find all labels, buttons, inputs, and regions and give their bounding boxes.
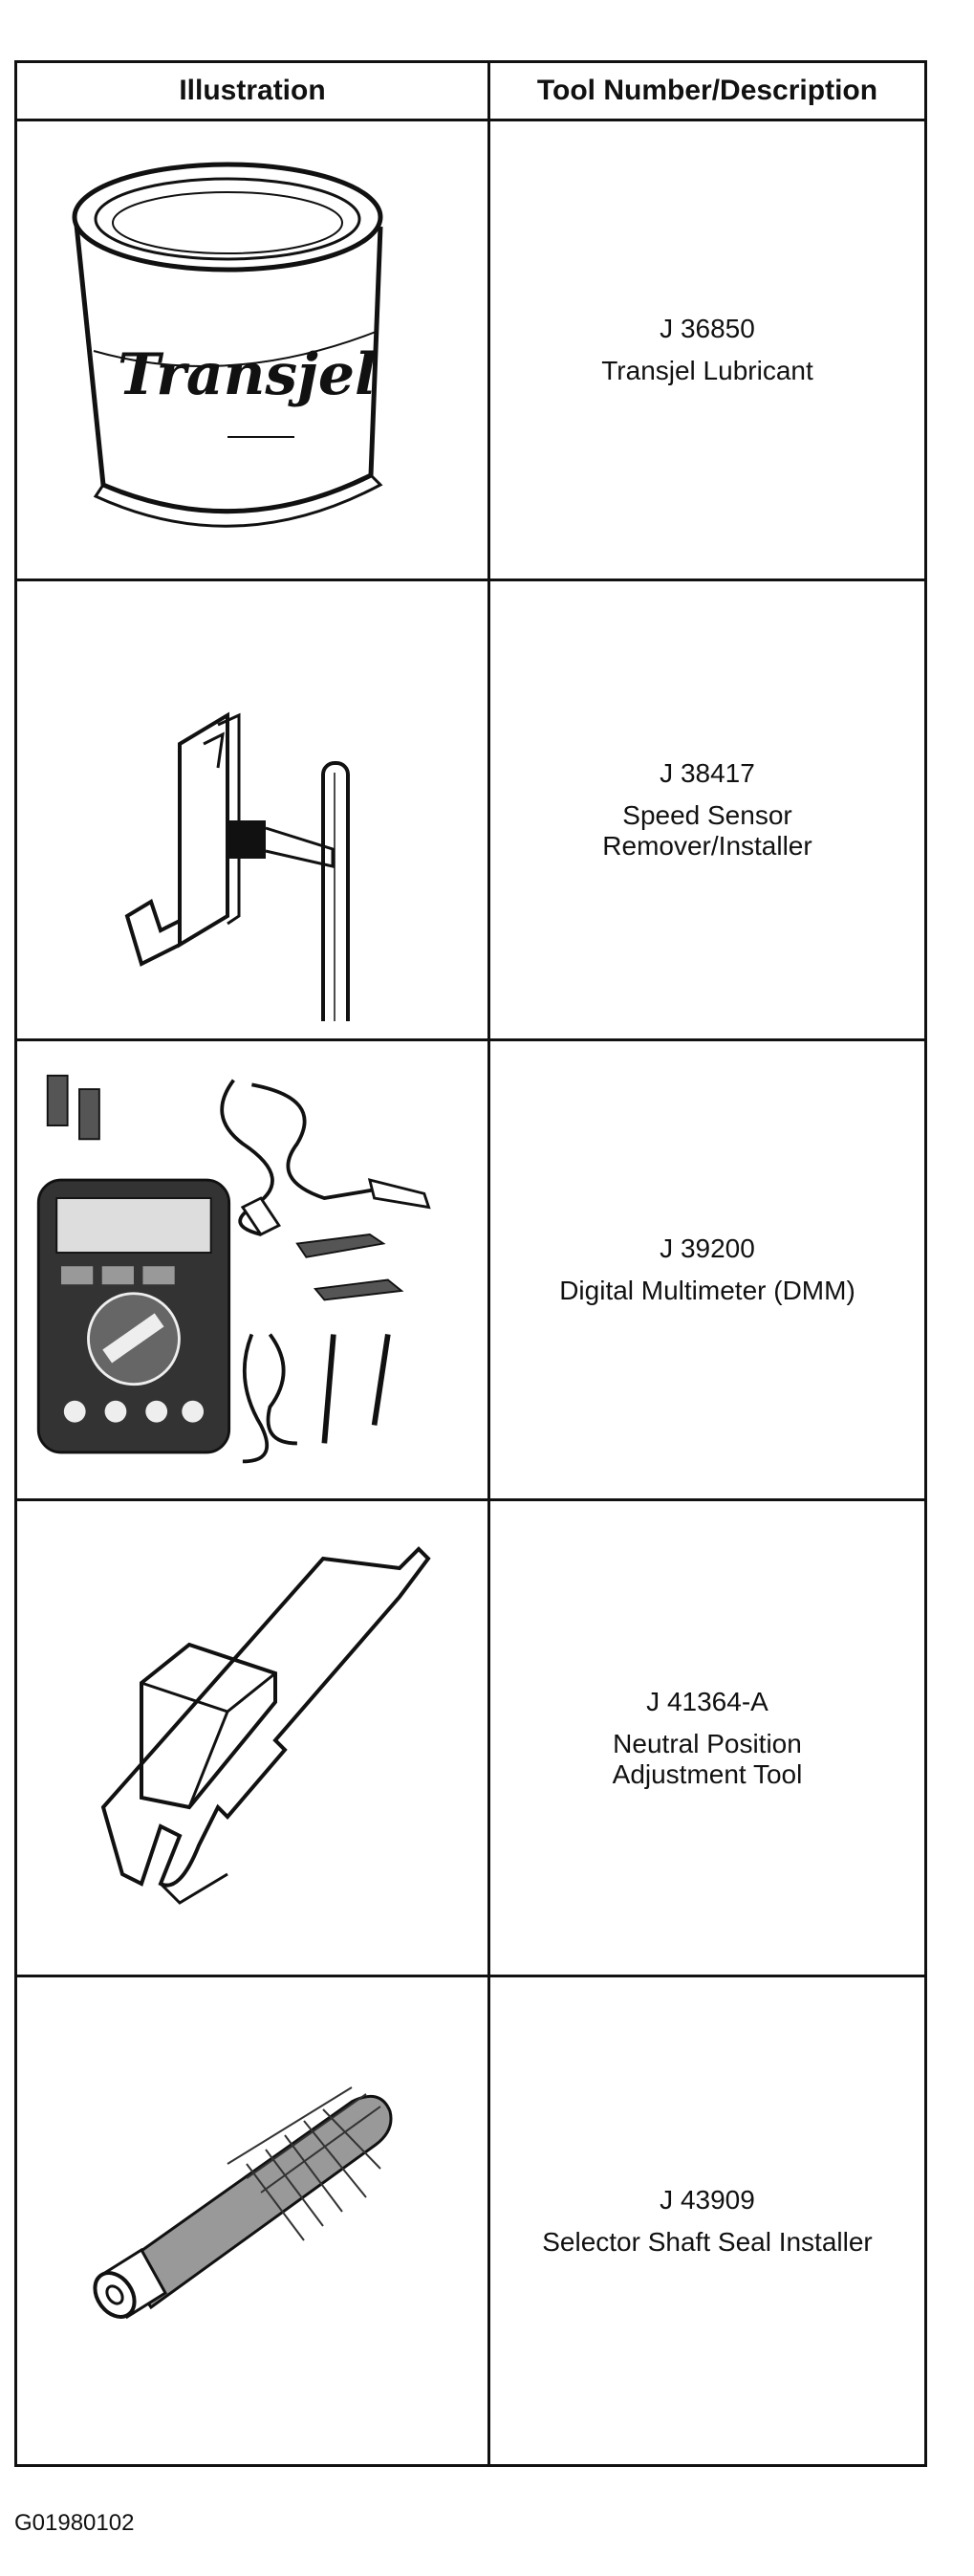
description-cell: J 41364-A Neutral Position Adjustment To… xyxy=(490,1501,924,1975)
description-cell: J 43909 Selector Shaft Seal Installer xyxy=(490,1977,924,2464)
table-row: J 43909 Selector Shaft Seal Installer xyxy=(17,1977,924,2464)
tool-description: Digital Multimeter (DMM) xyxy=(559,1276,855,1305)
tool-number: J 36850 xyxy=(660,314,755,343)
illustration-cell: Transjel xyxy=(17,121,487,579)
header-tool-number: Tool Number/Description xyxy=(536,75,878,106)
table-row: J 41364-A Neutral Position Adjustment To… xyxy=(17,1501,924,1975)
seal-installer-icon xyxy=(93,2086,393,2320)
tool-number: J 41364-A xyxy=(646,1686,768,1716)
tool-number: J 38417 xyxy=(660,758,755,788)
speed-sensor-tool-icon xyxy=(124,711,350,1021)
row-divider xyxy=(17,579,924,581)
illustration-cell xyxy=(17,1501,487,1975)
row-divider xyxy=(17,1975,924,1977)
transjel-container-icon: Transjel xyxy=(72,162,383,528)
tool-description: Speed Sensor xyxy=(622,800,792,830)
description-cell: J 36850 Transjel Lubricant xyxy=(490,121,924,579)
row-divider xyxy=(17,1498,924,1501)
header-illustration: Illustration xyxy=(179,75,326,106)
tool-number: J 43909 xyxy=(660,2184,755,2215)
column-divider xyxy=(487,63,490,2464)
tool-description: Neutral Position xyxy=(613,1728,802,1758)
table-row: Transjel J 36850 Transjel Lubricant xyxy=(17,121,924,579)
illustration-cell xyxy=(17,1977,487,2464)
table-header: Illustration Tool Number/Description xyxy=(17,63,924,121)
tool-description: Selector Shaft Seal Installer xyxy=(542,2226,873,2257)
row-divider xyxy=(17,1038,924,1041)
illustration-cell xyxy=(17,1041,487,1498)
neutral-position-tool-icon xyxy=(100,1546,431,1905)
tool-description: Transjel Lubricant xyxy=(601,356,813,385)
description-cell: J 38417 Speed Sensor Remover/Installer xyxy=(490,581,924,1038)
illustration-cell xyxy=(17,581,487,1038)
tool-description-line2: Adjustment Tool xyxy=(612,1758,803,1789)
table-row: J 39200 Digital Multimeter (DMM) xyxy=(17,1041,924,1498)
tool-description-line2: Remover/Installer xyxy=(602,831,812,861)
table-row: J 38417 Speed Sensor Remover/Installer xyxy=(17,581,924,1038)
figure-code: G01980102 xyxy=(14,2510,135,2536)
multimeter-icon xyxy=(36,1074,431,1464)
transjel-label: Transjel xyxy=(118,341,377,408)
tools-table: Illustration Tool Number/Description Tra… xyxy=(14,60,927,2467)
tool-number: J 39200 xyxy=(660,1233,755,1263)
description-cell: J 39200 Digital Multimeter (DMM) xyxy=(490,1041,924,1498)
